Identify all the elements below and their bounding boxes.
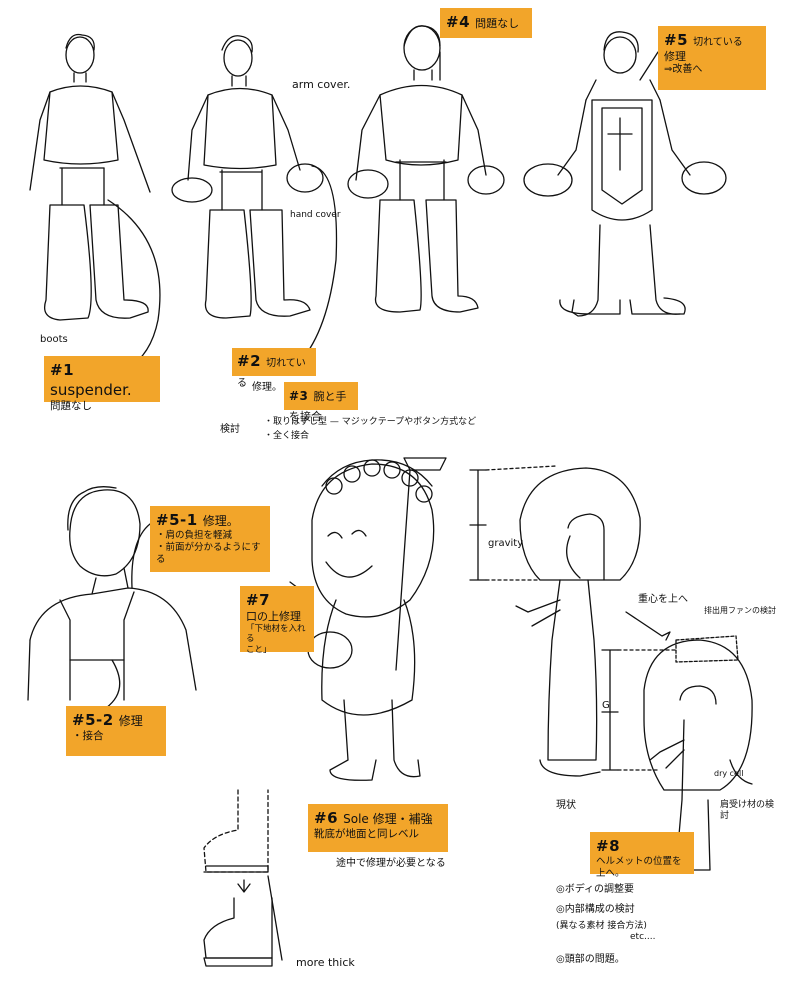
note-7-mouth-repair: #7 口の上修理 「下地材を入れる こと」 — [240, 586, 314, 655]
note-5-1-repair: #5-1 修理。 ・肩の負担を軽減 ・前面が分かるようにする — [150, 506, 270, 572]
label-shoulder-material: 肩受け材の検討 — [720, 800, 775, 822]
note-4-no-problem: #4 問題なし — [440, 8, 532, 38]
figure-3-back-view — [347, 25, 505, 313]
sole-note: 途中で修理が必要となる — [336, 858, 446, 869]
figure-4-bib-costume — [523, 31, 727, 317]
note-5-2-repair: #5-2 修理 ・接合 — [66, 706, 166, 756]
n8-item-2: ◎内部構成の検討 — [556, 904, 635, 915]
label-exhaust-fan: 排出用ファンの検討 — [704, 606, 776, 615]
note-6-sole: #6 Sole 修理・補強 靴底が地面と同レベル — [308, 804, 448, 852]
label-boots: boots — [40, 334, 68, 345]
sole-detail-sketch — [203, 789, 273, 967]
note-1-suspender: #1 suspender. 問題なし — [44, 356, 160, 412]
n8-item-5: ◎頭部の問題。 — [556, 954, 625, 965]
label-gravity: gravity — [488, 538, 524, 549]
note-5-torn-repair: #5 切れている 修理 ⇒改善へ — [658, 26, 766, 90]
label-move-center-up: 重心を上へ — [638, 594, 688, 605]
review-label: 検討 — [220, 424, 240, 435]
n8-item-4: etc.... — [630, 932, 656, 942]
figure-2-arm-cover — [171, 35, 324, 319]
label-more-thick: more thick — [296, 956, 355, 969]
figure-1-person — [29, 33, 151, 321]
label-hand-cover: hand cover — [290, 210, 341, 220]
n8-item-1: ◎ボディの調整要 — [556, 884, 635, 895]
n8-item-3: (異なる素材 接合方法) — [556, 921, 647, 931]
label-dry-cell: dry cell — [714, 769, 744, 778]
label-arm-cover: arm cover. — [292, 78, 351, 91]
note-2-repair: 修理。 — [252, 382, 282, 393]
note-8-list: ◎ボディの調整要 ◎内部構成の検討 (異なる素材 接合方法) etc.... ◎… — [556, 878, 756, 978]
note-3-join: #3 腕と手を接合 — [284, 382, 358, 423]
review-option-1: ・取りはずし型 — マジックテープやボタン方式など — [264, 417, 477, 427]
note-2-torn: #2 切れている — [232, 348, 316, 389]
note-8-helmet: #8 ヘルメットの位置を 上へ。 — [590, 832, 694, 879]
review-option-2: ・全く接合 — [264, 431, 310, 441]
figure-7-side-current — [469, 465, 641, 777]
label-current: 現状 — [556, 800, 576, 811]
figure-6-mascot — [307, 457, 447, 781]
label-g: G — [602, 700, 610, 711]
